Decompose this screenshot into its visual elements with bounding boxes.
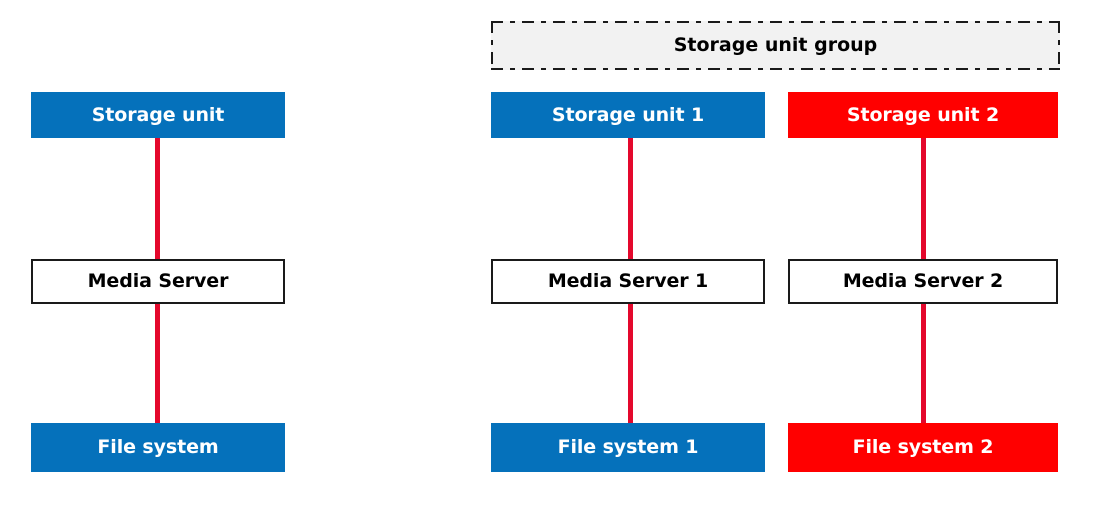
node-storage-unit-2[interactable]: Storage unit 2: [788, 92, 1058, 138]
connector-left-storage-to-media: [155, 136, 160, 262]
connector-col1-storage-to-media: [628, 136, 633, 262]
node-storage-unit-label: Storage unit: [91, 103, 225, 126]
node-storage-unit-1-label: Storage unit 1: [551, 103, 705, 126]
node-storage-unit[interactable]: Storage unit: [31, 92, 285, 138]
node-media-server[interactable]: Media Server: [31, 259, 285, 304]
node-file-system[interactable]: File system: [31, 423, 285, 472]
node-file-system-1[interactable]: File system 1: [491, 423, 765, 472]
node-media-server-2-label: Media Server 2: [842, 270, 1004, 292]
node-file-system-1-label: File system 1: [557, 436, 699, 458]
group-storage-unit-group: Storage unit group: [491, 21, 1060, 70]
connector-col2-media-to-filesystem: [921, 301, 926, 426]
node-media-server-2[interactable]: Media Server 2: [788, 259, 1058, 304]
node-media-server-label: Media Server: [87, 270, 229, 292]
node-media-server-1-label: Media Server 1: [547, 270, 709, 292]
connector-col1-media-to-filesystem: [628, 301, 633, 426]
node-storage-unit-1[interactable]: Storage unit 1: [491, 92, 765, 138]
node-storage-unit-2-label: Storage unit 2: [846, 103, 1000, 126]
connector-left-media-to-filesystem: [155, 301, 160, 426]
node-file-system-label: File system: [97, 436, 219, 458]
node-file-system-2[interactable]: File system 2: [788, 423, 1058, 472]
group-storage-unit-group-label: Storage unit group: [673, 34, 878, 56]
node-media-server-1[interactable]: Media Server 1: [491, 259, 765, 304]
connector-col2-storage-to-media: [921, 136, 926, 262]
node-file-system-2-label: File system 2: [852, 436, 994, 458]
